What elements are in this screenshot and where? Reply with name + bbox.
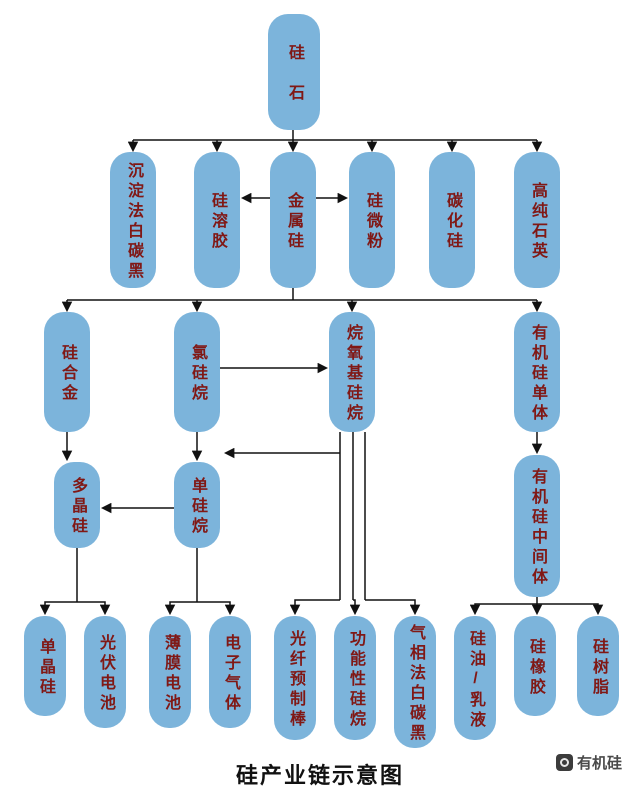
- node-label: 气相法白碳黑: [407, 624, 424, 744]
- node-photovoltaic-cell: 光伏电池: [84, 616, 126, 728]
- node-label: 碳化硅: [444, 192, 461, 252]
- node-label: 有机硅中间体: [529, 468, 546, 588]
- node-thin-film-cell: 薄膜电池: [149, 616, 191, 728]
- node-label: 功能性硅烷: [347, 630, 364, 730]
- node-silicon-alloy: 硅合金: [44, 312, 90, 432]
- node-silicon-micropowder: 硅微粉: [349, 152, 395, 288]
- node-silica: 硅石: [268, 14, 320, 130]
- node-label: 单晶硅: [37, 638, 54, 698]
- node-label: 硅石: [286, 44, 303, 124]
- node-silicon-carbide: 碳化硅: [429, 152, 475, 288]
- node-label: 单硅烷: [189, 477, 206, 537]
- node-precipitated-silica: 沉淀法白碳黑: [110, 152, 156, 288]
- edge-arrows: [39, 140, 604, 616]
- node-silica-sol: 硅溶胶: [194, 152, 240, 288]
- node-label: 烷氧基硅烷: [344, 324, 361, 424]
- node-optical-fiber-preform: 光纤预制棒: [274, 616, 316, 740]
- node-organosilicon-monomer: 有机硅单体: [514, 312, 560, 432]
- node-silicone-resin: 硅树脂: [577, 616, 619, 716]
- watermark: 有机硅: [555, 752, 622, 773]
- node-label: 光纤预制棒: [287, 630, 304, 730]
- node-label: 有机硅单体: [529, 324, 546, 424]
- node-label: 硅橡胶: [527, 638, 544, 698]
- node-label: 氯硅烷: [189, 344, 206, 404]
- node-label: 薄膜电池: [162, 634, 179, 714]
- node-high-purity-quartz: 高纯石英: [514, 152, 560, 288]
- node-label: 硅油/乳液: [467, 629, 484, 731]
- node-label: 沉淀法白碳黑: [125, 162, 142, 282]
- node-polysilicon: 多晶硅: [54, 462, 100, 548]
- node-silicone-oil-emulsion: 硅油/乳液: [454, 616, 496, 740]
- node-label: 硅合金: [59, 344, 76, 404]
- node-silicone-rubber: 硅橡胶: [514, 616, 556, 716]
- node-alkoxysilane: 烷氧基硅烷: [329, 312, 375, 432]
- node-label: 多晶硅: [69, 477, 86, 537]
- node-label: 硅微粉: [364, 192, 381, 252]
- node-fumed-silica: 气相法白碳黑: [394, 616, 436, 748]
- node-label: 电子气体: [222, 634, 239, 714]
- diagram-title: 硅产业链示意图: [235, 763, 404, 788]
- node-label: 高纯石英: [529, 182, 546, 262]
- node-label: 硅溶胶: [209, 192, 226, 252]
- node-chlorosilane: 氯硅烷: [174, 312, 220, 432]
- watermark-text: 有机硅: [576, 755, 622, 772]
- edge-trunks: [67, 130, 538, 604]
- node-label: 光伏电池: [97, 634, 114, 714]
- node-label: 硅树脂: [590, 638, 607, 698]
- node-monosilane: 单硅烷: [174, 462, 220, 548]
- node-electronic-gas: 电子气体: [209, 616, 251, 728]
- node-functional-silane: 功能性硅烷: [334, 616, 376, 740]
- node-monocrystalline-silicon: 单晶硅: [24, 616, 66, 716]
- node-label: 金属硅: [285, 192, 302, 252]
- watermark-logo-icon: [555, 754, 573, 771]
- node-organosilicon-intermediate: 有机硅中间体: [514, 455, 560, 597]
- node-metallic-silicon: 金属硅: [270, 152, 316, 288]
